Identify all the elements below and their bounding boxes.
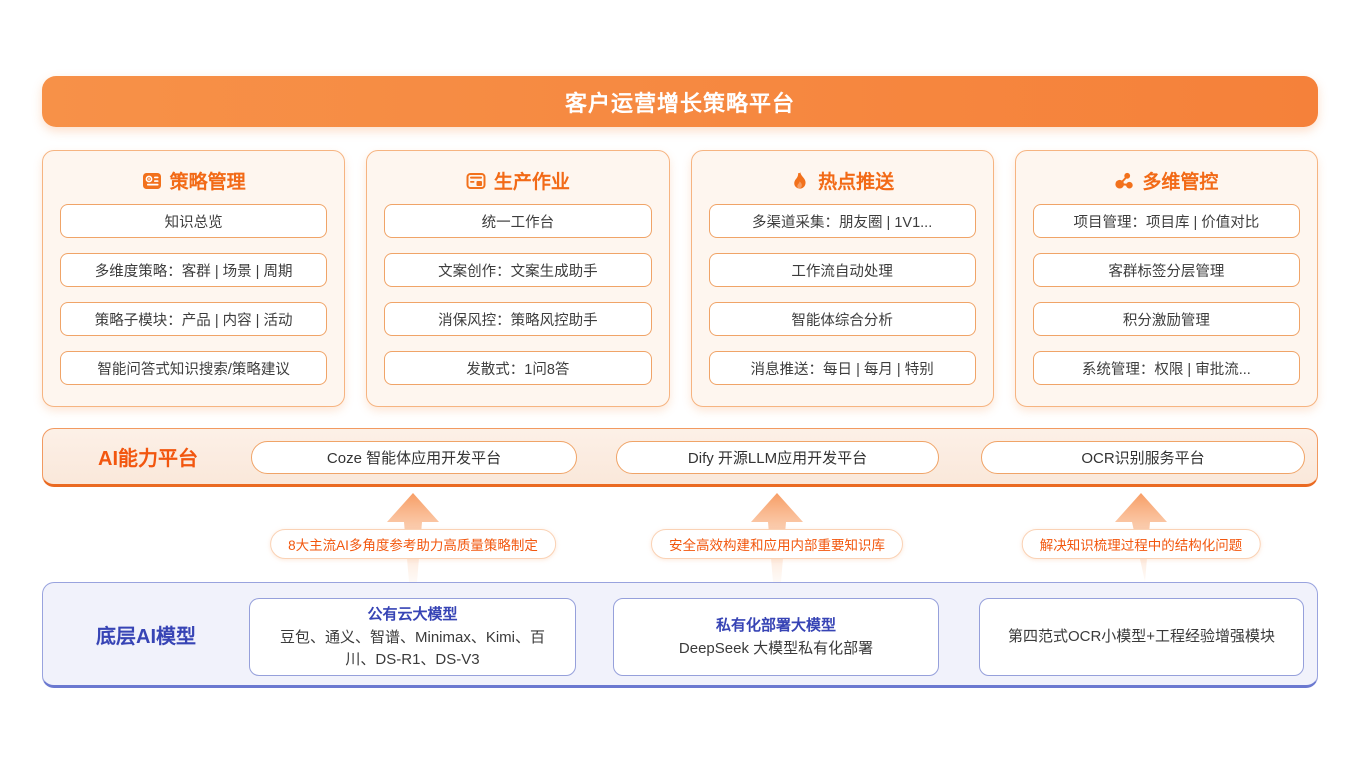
ai-capability-platform-row: AI能力平台 Coze 智能体应用开发平台 Dify 开源LLM应用开发平台 O… (42, 428, 1318, 487)
card-title: 策略管理 (169, 172, 246, 193)
base-box-private-deploy[interactable]: 私有化部署大模型 DeepSeek 大模型私有化部署 (613, 598, 939, 676)
card-hotspot-push: 热点推送 多渠道采集：朋友圈 | 1V1... 工作流自动处理 智能体综合分析 … (690, 150, 994, 407)
base-box-ocr-model[interactable]: 第四范式OCR小模型+工程经验增强模块 (979, 598, 1304, 676)
card-header: 热点推送 (709, 151, 976, 204)
ai-platform-item-ocr[interactable]: OCR识别服务平台 (981, 441, 1305, 474)
flame-icon (794, 171, 806, 189)
page-title: 客户运营增长策略平台 (564, 90, 795, 116)
card-item[interactable]: 项目管理：项目库 | 价值对比 (1032, 204, 1300, 238)
card-multi-dimension-control: 多维管控 项目管理：项目库 | 价值对比 客群标签分层管理 积分激励管理 系统管… (1014, 150, 1318, 407)
card-item[interactable]: 智能体综合分析 (708, 302, 976, 336)
card-title: 多维管控 (1142, 172, 1219, 193)
card-production-work: 生产作业 统一工作台 文案创作：文案生成助手 消保风控：策略风控助手 发散式：1… (366, 150, 670, 407)
arrow-caption-knowledge: 安全高效构建和应用内部重要知识库 (651, 529, 903, 559)
network-icon (1115, 172, 1134, 188)
card-item[interactable]: 文案创作：文案生成助手 (384, 253, 652, 287)
card-header: 策略管理 (60, 151, 327, 204)
card-title: 热点推送 (818, 172, 895, 193)
ai-platform-item-coze[interactable]: Coze 智能体应用开发平台 (251, 441, 577, 474)
base-box-body: DeepSeek 大模型私有化部署 (678, 639, 874, 657)
card-item[interactable]: 系统管理：权限 | 审批流... (1032, 351, 1300, 385)
ai-platform-item-dify[interactable]: Dify 开源LLM应用开发平台 (616, 441, 939, 474)
strategy-icon (142, 172, 161, 189)
base-box-public-cloud[interactable]: 公有云大模型 豆包、通义、智谱、Minimax、Kimi、百川、DS-R1、DS… (249, 598, 576, 676)
card-item[interactable]: 多渠道采集：朋友圈 | 1V1... (708, 204, 976, 238)
card-item[interactable]: 消息推送：每日 | 每月 | 特别 (708, 351, 976, 385)
card-item[interactable]: 客群标签分层管理 (1032, 253, 1300, 287)
arrow-caption-strategy: 8大主流AI多角度参考助力高质量策略制定 (270, 529, 556, 559)
ai-platform-label: AI能力平台 (98, 448, 198, 470)
base-box-title: 私有化部署大模型 (715, 616, 836, 634)
card-item[interactable]: 策略子模块：产品 | 内容 | 活动 (60, 302, 328, 336)
card-item[interactable]: 发散式：1问8答 (384, 351, 652, 385)
card-title: 生产作业 (493, 172, 570, 193)
card-item[interactable]: 知识总览 (60, 204, 328, 238)
card-header: 多维管控 (1033, 151, 1300, 204)
arrow-caption-structure: 解决知识梳理过程中的结构化问题 (1021, 529, 1261, 559)
base-box-title: 公有云大模型 (367, 605, 458, 623)
capability-cards-row: 策略管理 知识总览 多维度策略：客群 | 场景 | 周期 策略子模块：产品 | … (42, 150, 1318, 407)
card-item[interactable]: 统一工作台 (384, 204, 652, 238)
card-item[interactable]: 多维度策略：客群 | 场景 | 周期 (60, 253, 328, 287)
card-item[interactable]: 智能问答式知识搜索/策略建议 (60, 351, 328, 385)
card-strategy-management: 策略管理 知识总览 多维度策略：客群 | 场景 | 周期 策略子模块：产品 | … (42, 150, 346, 407)
card-item[interactable]: 积分激励管理 (1032, 302, 1300, 336)
card-item[interactable]: 消保风控：策略风控助手 (384, 302, 652, 336)
card-item[interactable]: 工作流自动处理 (708, 253, 976, 287)
base-box-body: 第四范式OCR小模型+工程经验增强模块 (1007, 627, 1276, 645)
platform-banner: 客户运营增长策略平台 (42, 76, 1318, 127)
card-header: 生产作业 (384, 151, 651, 204)
base-box-body: 豆包、通义、智谱、Minimax、Kimi、百川、DS-R1、DS-V3 (279, 628, 545, 669)
production-icon (466, 172, 486, 189)
base-ai-models-row: 底层AI模型 公有云大模型 豆包、通义、智谱、Minimax、Kimi、百川、D… (42, 582, 1318, 688)
base-models-label: 底层AI模型 (96, 625, 196, 648)
